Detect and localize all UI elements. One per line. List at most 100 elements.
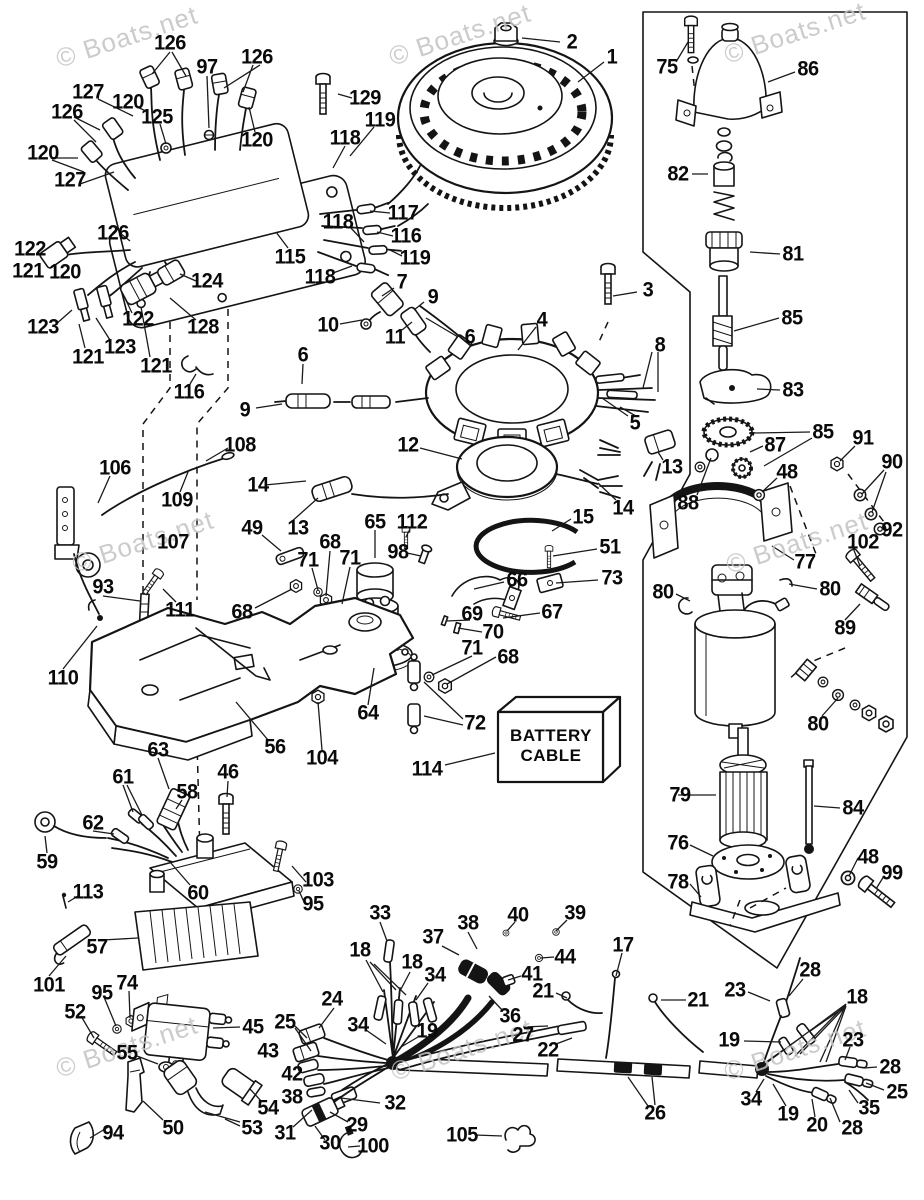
part-number-label: 68 <box>231 600 253 624</box>
part-number-label: 51 <box>599 535 621 559</box>
part-number-label: 104 <box>306 746 338 770</box>
part-number-label: 6 <box>464 325 476 349</box>
part-number-label: 85 <box>781 306 803 330</box>
part-number-label: 33 <box>369 901 391 925</box>
part-number-label: 78 <box>667 870 689 894</box>
part-number-label: 102 <box>847 530 879 554</box>
part-number-label: 52 <box>64 1000 86 1024</box>
part-number-label: 38 <box>281 1085 303 1109</box>
part-number-label: 90 <box>881 450 903 474</box>
part-number-label: 3 <box>642 278 654 302</box>
part-number-label: 26 <box>644 1101 666 1125</box>
part-number-label: 56 <box>264 735 286 759</box>
part-number-label: 18 <box>349 938 371 962</box>
battery-cable-line1: BATTERY <box>510 726 592 745</box>
starter-motor-exploded <box>649 15 898 933</box>
sensor-connector <box>39 236 77 269</box>
part-number-label: 80 <box>819 577 841 601</box>
part-number-label: 77 <box>794 550 816 574</box>
part-number-label: 105 <box>446 1123 478 1147</box>
part-number-label: 125 <box>141 105 173 129</box>
part-number-label: 8 <box>654 333 666 357</box>
part-number-label: 89 <box>834 616 856 640</box>
part-number-label: 126 <box>154 31 186 55</box>
part-number-label: 76 <box>667 831 689 855</box>
starter-drive-cap <box>693 37 767 121</box>
part-number-label: 79 <box>669 783 691 807</box>
part-number-label: 86 <box>797 57 819 81</box>
part-number-label: 4 <box>536 308 548 332</box>
part-number-label: 65 <box>364 510 386 534</box>
part-number-label: 93 <box>92 575 114 599</box>
part-number-label: 97 <box>196 55 218 79</box>
part-number-label: 75 <box>656 55 678 79</box>
part-number-label: 59 <box>36 850 58 874</box>
part-number-label: 71 <box>461 636 483 660</box>
part-number-label: 63 <box>147 738 169 762</box>
part-number-label: 61 <box>112 765 134 789</box>
link-and-bracket <box>54 451 235 621</box>
part-number-label: 19 <box>777 1102 799 1126</box>
part-number-label: 34 <box>347 1013 369 1037</box>
part-number-label: 120 <box>112 90 144 114</box>
part-number-label: 119 <box>364 108 396 132</box>
part-number-label: 127 <box>72 80 104 104</box>
part-number-label: 101 <box>33 973 65 997</box>
part-number-label: 124 <box>191 269 223 293</box>
part-number-label: 50 <box>162 1116 184 1140</box>
part-number-label: 108 <box>224 433 256 457</box>
part-number-label: 94 <box>102 1121 124 1145</box>
part-number-label: 95 <box>302 892 324 916</box>
part-number-label: 127 <box>54 168 86 192</box>
part-number-label: 18 <box>401 950 423 974</box>
part-number-label: 71 <box>297 548 319 572</box>
part-number-label: 57 <box>86 935 108 959</box>
part-number-label: 98 <box>387 540 409 564</box>
part-number-label: 117 <box>387 201 419 225</box>
part-number-label: 118 <box>329 126 361 150</box>
part-number-label: 22 <box>537 1038 559 1062</box>
part-number-label: 1 <box>606 45 618 69</box>
part-number-label: 60 <box>187 881 209 905</box>
part-number-label: 14 <box>247 473 269 497</box>
part-number-label: 34 <box>424 963 446 987</box>
part-number-label: 28 <box>799 958 821 982</box>
power-pack <box>39 65 429 376</box>
part-number-label: 74 <box>116 971 138 995</box>
part-number-label: 118 <box>322 210 354 234</box>
part-number-label: 115 <box>274 245 306 269</box>
part-number-label: 81 <box>782 242 804 266</box>
part-number-label: 13 <box>661 455 683 479</box>
part-number-label: 6 <box>297 343 309 367</box>
part-number-label: 11 <box>384 325 406 349</box>
part-number-label: 121 <box>12 259 44 283</box>
part-number-label: 15 <box>572 505 594 529</box>
part-number-label: 48 <box>857 845 879 869</box>
part-number-label: 28 <box>879 1055 901 1079</box>
part-number-label: 53 <box>241 1116 263 1140</box>
part-number-label: 71 <box>339 546 361 570</box>
part-number-label: 9 <box>427 285 439 309</box>
part-number-label: 120 <box>27 141 59 165</box>
part-number-label: 2 <box>566 30 578 54</box>
part-number-label: 126 <box>51 100 83 124</box>
part-number-label: 118 <box>304 265 336 289</box>
part-number-label: 119 <box>399 246 431 270</box>
part-number-label: 46 <box>217 760 239 784</box>
part-number-label: 25 <box>886 1080 908 1104</box>
part-number-label: 37 <box>422 925 444 949</box>
part-number-label: 121 <box>140 354 172 378</box>
part-number-label: 112 <box>396 510 428 534</box>
part-number-label: 92 <box>881 518 903 542</box>
part-number-label: 36 <box>499 1004 521 1028</box>
part-number-label: 41 <box>521 962 543 986</box>
flywheel-nut <box>493 22 519 47</box>
part-number-label: 110 <box>47 666 79 690</box>
part-number-label: 31 <box>274 1121 296 1145</box>
part-number-label: 107 <box>157 530 189 554</box>
part-number-label: 5 <box>629 411 641 435</box>
part-number-label: 66 <box>506 568 528 592</box>
part-number-label: 9 <box>239 398 251 422</box>
part-number-label: 120 <box>241 128 273 152</box>
